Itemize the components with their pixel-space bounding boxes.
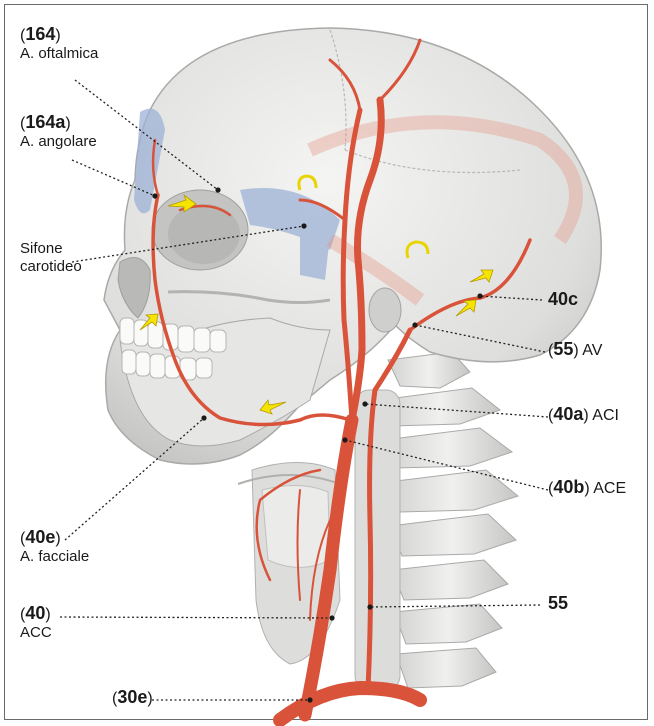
- label-carotid-siphon: Sifone carotideo: [20, 240, 82, 276]
- label-facial-artery: (40e) A. facciale: [20, 528, 89, 566]
- label-acc-number: 40: [25, 603, 45, 623]
- label-ophthalmic-name: A. oftalmica: [20, 45, 98, 63]
- label-ophthalmic-number: 164: [25, 24, 55, 44]
- label-siphon-line2: carotideo: [20, 258, 82, 276]
- label-av-abbr: AV: [582, 342, 602, 359]
- label-aortic-arch: (30e): [112, 688, 153, 708]
- label-30e-number: 30e: [117, 687, 147, 707]
- label-40c-text: 40c: [548, 289, 578, 309]
- label-aci-abbr: ACI: [592, 407, 619, 424]
- label-av-number: 55: [553, 339, 573, 359]
- label-internal-carotid: (40a) ACI: [548, 405, 619, 425]
- label-vertebral-artery: (55) AV: [548, 340, 602, 360]
- label-siphon-line1: Sifone: [20, 240, 82, 258]
- label-facial-name: A. facciale: [20, 548, 89, 566]
- label-ace-number: 40b: [553, 477, 584, 497]
- label-common-carotid: (40) ACC: [20, 604, 52, 642]
- label-55: 55: [548, 594, 568, 614]
- label-facial-number: 40e: [25, 527, 55, 547]
- label-angular-name: A. angolare: [20, 133, 97, 151]
- cervical-spine: [355, 352, 518, 690]
- label-acc-abbr: ACC: [20, 624, 52, 642]
- label-ophthalmic-artery: (164) A. oftalmica: [20, 25, 98, 63]
- label-external-carotid: (40b) ACE: [548, 478, 626, 498]
- label-40c: 40c: [548, 290, 578, 310]
- label-angular-artery: (164a) A. angolare: [20, 113, 97, 151]
- label-ace-abbr: ACE: [593, 480, 626, 497]
- label-aci-number: 40a: [553, 404, 583, 424]
- label-angular-number: 164a: [25, 112, 65, 132]
- label-55-text: 55: [548, 593, 568, 613]
